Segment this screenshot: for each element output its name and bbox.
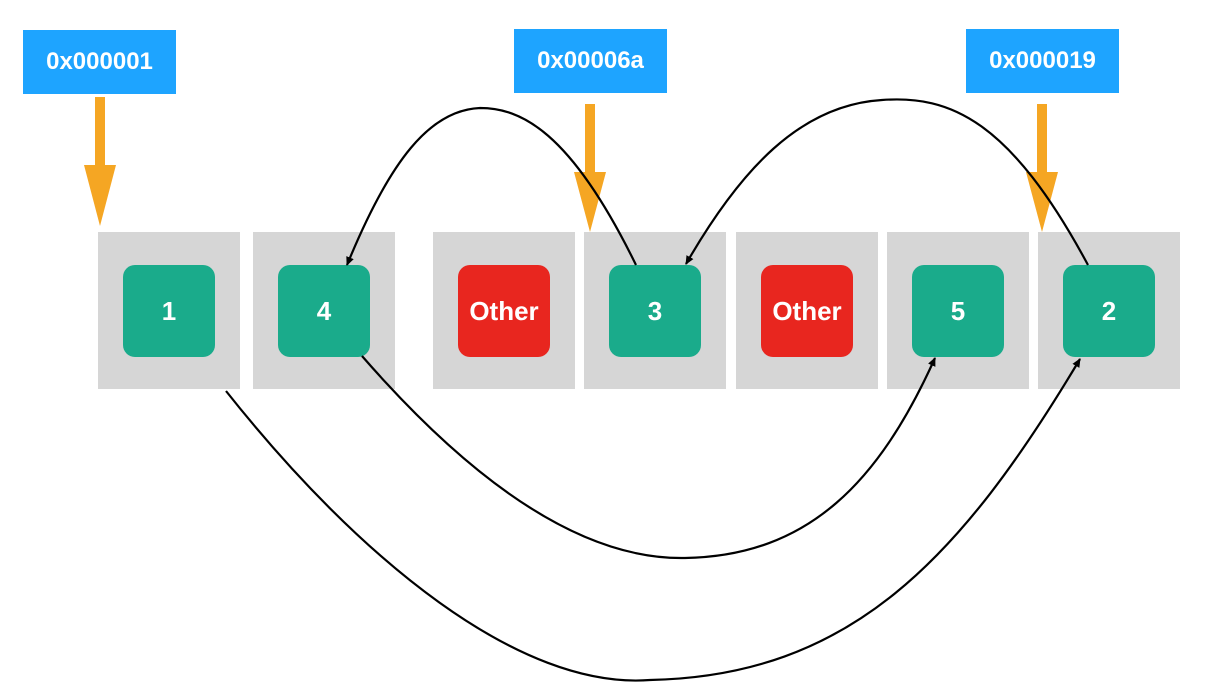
element-node-2: 2 — [1063, 265, 1155, 357]
memory-slot: 5 — [887, 232, 1029, 389]
element-node-5: 5 — [912, 265, 1004, 357]
memory-slot: 1 — [98, 232, 240, 389]
memory-slot: Other — [433, 232, 575, 389]
memory-slot: Other — [736, 232, 878, 389]
address-label-3: 0x000019 — [966, 29, 1119, 93]
element-node-3: 3 — [609, 265, 701, 357]
pointer-arrow-3 — [1026, 104, 1058, 232]
link-1-to-2 — [225, 358, 1081, 682]
link-4-to-5 — [361, 355, 937, 560]
pointer-arrow-1 — [84, 97, 116, 226]
memory-slot: 3 — [584, 232, 726, 389]
pointer-arrow-2 — [574, 104, 606, 232]
link-2-to-3 — [685, 98, 1089, 266]
element-node-1: 1 — [123, 265, 215, 357]
other-node: Other — [761, 265, 853, 357]
link-3-to-4 — [345, 106, 637, 266]
address-label-1: 0x000001 — [23, 30, 176, 94]
memory-slot: 2 — [1038, 232, 1180, 389]
other-node: Other — [458, 265, 550, 357]
memory-slot: 4 — [253, 232, 395, 389]
address-label-2: 0x00006a — [514, 29, 667, 93]
element-node-4: 4 — [278, 265, 370, 357]
